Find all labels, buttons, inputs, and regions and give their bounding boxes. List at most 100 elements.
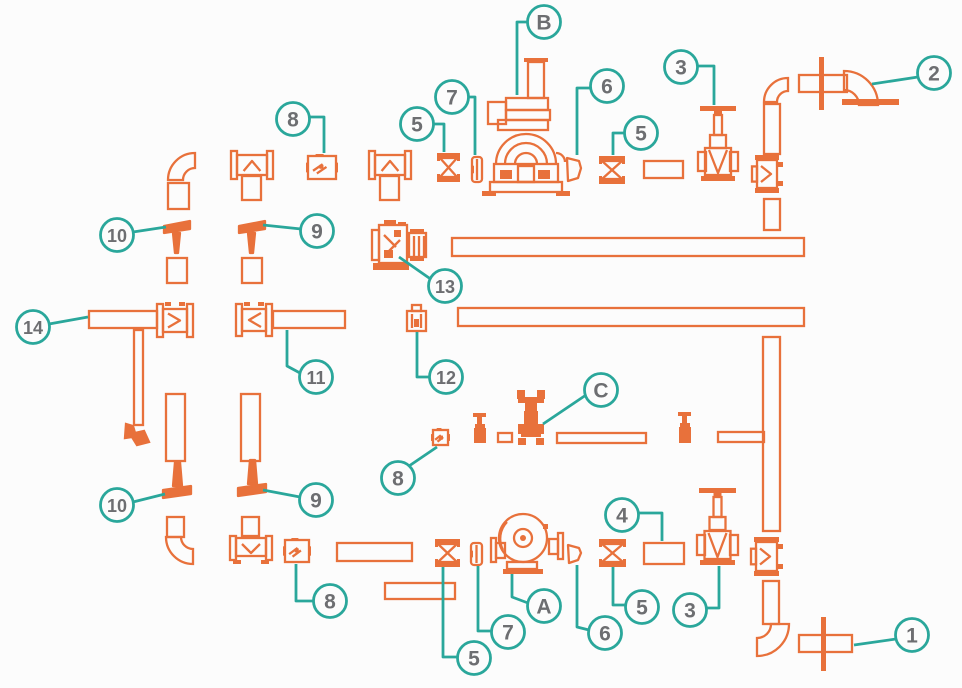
callout-14: 14 bbox=[15, 309, 51, 345]
symbol-valvex-icon bbox=[599, 539, 626, 567]
callout-label: B bbox=[536, 12, 551, 35]
callout-10: 10 bbox=[99, 487, 135, 523]
symbol-gatevalve-icon bbox=[695, 488, 740, 565]
callout-label: 8 bbox=[287, 109, 299, 132]
symbol-teeside-icon bbox=[750, 155, 783, 193]
callout-circle bbox=[299, 213, 335, 249]
symbol-pipe-icon bbox=[166, 181, 191, 211]
symbol-thandle-down-icon bbox=[162, 219, 192, 255]
symbol-pipe-icon bbox=[240, 256, 264, 285]
callout-5: 5 bbox=[456, 640, 492, 676]
callout-leader-8 bbox=[408, 445, 438, 468]
symbol-valvex-icon bbox=[437, 153, 460, 182]
callout-circle bbox=[298, 482, 334, 518]
callout-label: 5 bbox=[635, 123, 647, 146]
callout-leader-10 bbox=[132, 492, 166, 504]
symbol-crosspipe-icon bbox=[797, 57, 849, 110]
callout-label: 7 bbox=[446, 87, 458, 110]
callout-leader-4 bbox=[638, 511, 664, 541]
callout-leader-3 bbox=[706, 566, 721, 610]
symbol-pipe-icon bbox=[271, 309, 347, 330]
callout-3: 3 bbox=[663, 49, 699, 85]
callout-label: 6 bbox=[599, 623, 611, 646]
callout-leader-8 bbox=[294, 564, 314, 603]
symbol-pipe-icon bbox=[761, 335, 782, 533]
callout-circle bbox=[583, 372, 619, 408]
callout-circle bbox=[15, 309, 51, 345]
callout-label: 2 bbox=[928, 63, 940, 86]
callout-label: 5 bbox=[636, 597, 648, 620]
symbol-gatevalve-icon bbox=[696, 106, 740, 181]
symbol-thandle-up-icon bbox=[161, 460, 193, 500]
symbol-thandle-up-icon bbox=[236, 458, 268, 498]
callout-leader-5 bbox=[611, 567, 626, 607]
callout-1: 1 bbox=[894, 617, 930, 653]
callout-7: 7 bbox=[490, 614, 526, 650]
callout-leader-10 bbox=[132, 225, 167, 234]
callout-circle bbox=[312, 583, 348, 619]
callout-circle bbox=[275, 101, 311, 137]
callout-leader-1 bbox=[853, 637, 897, 647]
callout-circle bbox=[99, 217, 135, 253]
symbol-wedge-icon bbox=[565, 156, 583, 183]
symbol-wedge-icon bbox=[566, 543, 583, 565]
callout-B: B bbox=[526, 4, 562, 40]
callout-leader-6 bbox=[575, 565, 590, 632]
callout-circle bbox=[526, 4, 562, 40]
callout-circle bbox=[298, 359, 334, 395]
symbol-teefeet-icon bbox=[228, 534, 274, 564]
symbol-pumpA-icon bbox=[489, 512, 565, 574]
symbol-valvex-icon bbox=[599, 156, 625, 184]
symbol-thandle-down-icon bbox=[237, 219, 267, 255]
callout-label: 1 bbox=[906, 625, 918, 648]
symbol-elbow-BR-icon bbox=[762, 76, 790, 104]
callout-leader-5 bbox=[441, 567, 458, 659]
symbol-crosspipe-icon bbox=[797, 617, 854, 671]
callout-circle bbox=[894, 617, 930, 653]
symbol-globesmall-icon bbox=[678, 412, 691, 443]
symbol-valvex-icon bbox=[435, 539, 460, 567]
callout-leader-A bbox=[510, 574, 529, 605]
callout-circle bbox=[427, 268, 463, 304]
callout-circle bbox=[99, 487, 135, 523]
symbol-pipe-icon bbox=[642, 159, 685, 180]
callout-leader-13 bbox=[398, 255, 433, 282]
callout-circle bbox=[623, 115, 659, 151]
callout-circle bbox=[624, 589, 660, 625]
symbol-pipe-icon bbox=[383, 581, 457, 601]
callout-label: 6 bbox=[601, 76, 613, 99]
symbol-coupling-icon bbox=[306, 154, 338, 181]
symbol-elbow-TR-icon bbox=[164, 535, 195, 566]
callout-label: 3 bbox=[675, 57, 687, 80]
callout-6: 6 bbox=[587, 615, 623, 651]
callout-5: 5 bbox=[624, 589, 660, 625]
callout-9: 9 bbox=[298, 482, 334, 518]
callout-circle bbox=[604, 497, 640, 533]
callout-leader-C bbox=[542, 393, 587, 426]
callout-leader-6 bbox=[575, 86, 591, 155]
callout-label: 3 bbox=[684, 600, 696, 623]
symbol-teedown-icon bbox=[229, 149, 275, 202]
symbol-pipe-icon bbox=[555, 431, 648, 445]
callout-6: 6 bbox=[589, 68, 625, 104]
symbol-pumpC-icon bbox=[517, 390, 545, 445]
symbol-pipe-icon bbox=[496, 431, 514, 444]
callout-label: 13 bbox=[435, 277, 455, 297]
callout-label: 5 bbox=[468, 648, 480, 671]
symbol-pipe-icon bbox=[240, 515, 261, 538]
callout-5: 5 bbox=[623, 115, 659, 151]
symbol-pipe-icon bbox=[762, 197, 782, 232]
callout-3: 3 bbox=[672, 592, 708, 628]
symbol-elbow-BR-icon bbox=[166, 151, 197, 182]
callout-label: 14 bbox=[23, 318, 43, 338]
callout-leader-2 bbox=[871, 75, 919, 86]
callout-label: 11 bbox=[306, 368, 325, 388]
callout-circle bbox=[380, 460, 416, 496]
callout-2: 2 bbox=[916, 55, 952, 91]
symbol-teedown-icon bbox=[367, 149, 413, 202]
symbol-fit12-icon bbox=[405, 303, 428, 333]
callout-label: 5 bbox=[411, 114, 423, 137]
callout-leader-7 bbox=[468, 95, 477, 155]
